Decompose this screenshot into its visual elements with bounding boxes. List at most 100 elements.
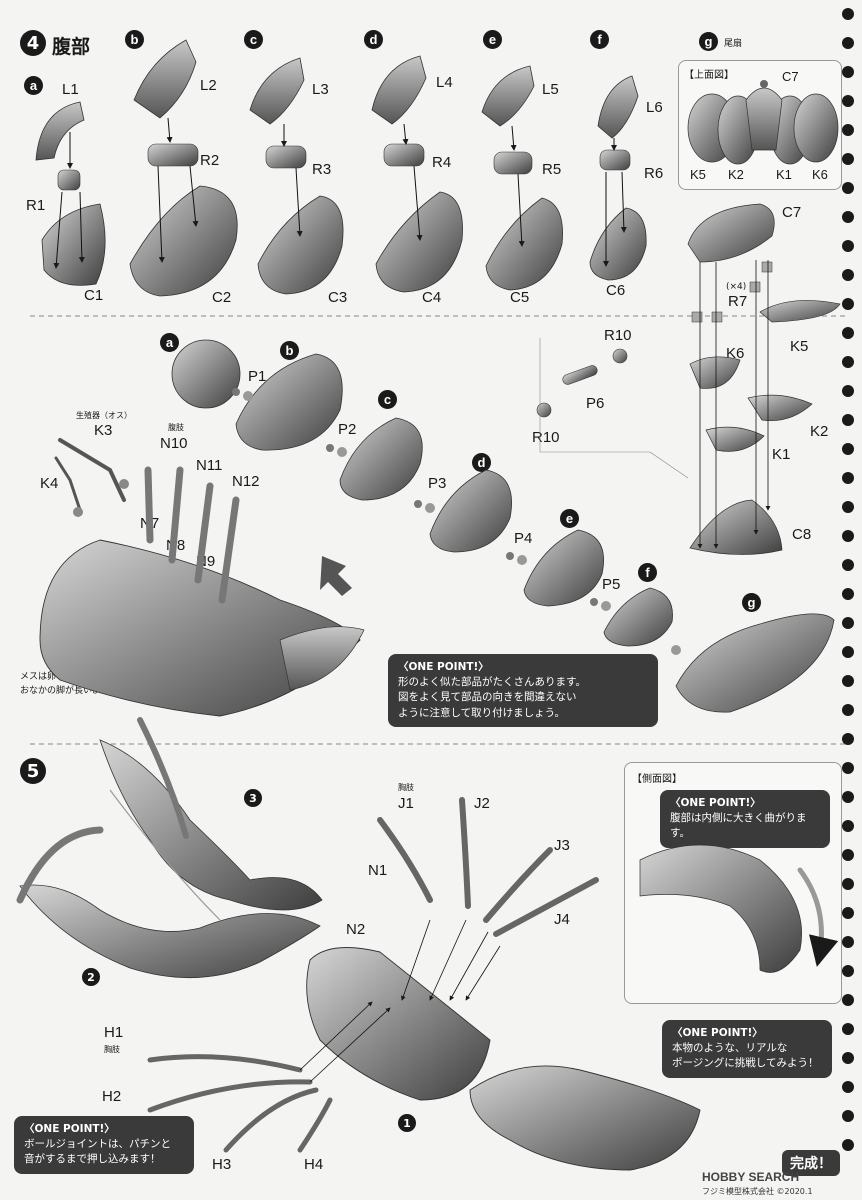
ball-one-point-text: ボールジョイントは、パチンと 音がするまで押し込みます！ (24, 1138, 171, 1166)
chain-letter-g: g (742, 593, 761, 612)
one-point-text: 形のよく似た部品がたくさんあります。 図をよく見て部品の向きを間違えない ように… (398, 676, 586, 719)
label-n8: N8 (166, 537, 186, 554)
binding-dot (842, 443, 854, 455)
label-l5: L5 (542, 81, 559, 98)
binding-dot (842, 211, 854, 223)
binding-dot (842, 704, 854, 716)
binding-dot (842, 1081, 854, 1093)
label-h1: H1 (104, 1024, 124, 1041)
label-c3: C3 (328, 289, 348, 306)
binding-dot (842, 646, 854, 658)
binding-dot (842, 588, 854, 600)
top-view-k2: K2 (728, 167, 744, 182)
binding-dot (842, 269, 854, 281)
top-view-k1: K1 (776, 167, 792, 182)
chain-letter-e: e (560, 509, 579, 528)
tail-k2: K2 (810, 423, 829, 440)
chain-letter-d: d (472, 453, 491, 472)
pose-one-point-head: 〈ONE POINT!〉 (672, 1027, 763, 1039)
label-c6: C6 (606, 282, 626, 299)
binding-dot (842, 37, 854, 49)
label-l3: L3 (312, 81, 329, 98)
tail-r7: R7 (728, 293, 748, 310)
label-h2: H2 (102, 1088, 122, 1105)
binding-dot (842, 936, 854, 948)
label-r4: R4 (432, 154, 452, 171)
sub-letter-e: e (483, 30, 502, 49)
joint-p5: P5 (602, 576, 621, 593)
binding-dot (842, 907, 854, 919)
tail-k5: K5 (790, 338, 809, 355)
sub-letter-f: f (590, 30, 609, 49)
binding-dot (842, 791, 854, 803)
binding-dot (842, 849, 854, 861)
label-r5: R5 (542, 161, 562, 178)
sub-letter-d: d (364, 30, 383, 49)
top-view-k6: K6 (812, 167, 828, 182)
binding-dot (842, 472, 854, 484)
label-l1: L1 (62, 81, 79, 98)
k3-caption: 生殖器（オス） (76, 411, 132, 420)
binding-dot (842, 675, 854, 687)
chain-letter-a: a (160, 333, 179, 352)
binding-dot (842, 733, 854, 745)
tail-exploded (687, 203, 841, 555)
binding-dot (842, 385, 854, 397)
top-view-k5: K5 (690, 167, 706, 182)
watermark: HOBBY SEARCH (702, 1170, 800, 1184)
label-n11: N11 (196, 457, 223, 474)
one-point-head: 〈ONE POINT!〉 (398, 661, 489, 673)
binding-dot (842, 1052, 854, 1064)
sub-letter-a: a (24, 76, 43, 95)
side-view-label: 【側面図】 (632, 774, 682, 785)
label-n2: N2 (346, 921, 366, 938)
p6-r10-top: R10 (604, 327, 632, 344)
label-c2: C2 (212, 289, 232, 306)
tail-fan-caption: 尾扇 (724, 39, 743, 49)
label-r3: R3 (312, 161, 332, 178)
binding-dot (842, 66, 854, 78)
binding-dot (842, 153, 854, 165)
binding-dot (842, 124, 854, 136)
joint-p1: P1 (248, 368, 267, 385)
binding-dot (842, 95, 854, 107)
binding-dot (842, 298, 854, 310)
label-j4: J4 (554, 911, 570, 928)
label-l2: L2 (200, 77, 217, 94)
body-num-4: 4 (550, 1134, 568, 1152)
n10-caption: 腹肢 (168, 423, 184, 432)
label-l6: L6 (646, 99, 663, 116)
ball-one-point-head: 〈ONE POINT!〉 (24, 1123, 115, 1135)
binding-dot (842, 994, 854, 1006)
joint-p4: P4 (514, 530, 533, 547)
label-r2: R2 (200, 152, 220, 169)
tail-k6: K6 (726, 345, 745, 362)
label-c4: C4 (422, 289, 442, 306)
done-badge: 完成！ (782, 1150, 840, 1176)
side-one-point-text: 腹部は内側に大きく曲がります。 (670, 812, 807, 840)
label-h4: H4 (304, 1156, 324, 1173)
binding-dot (842, 240, 854, 252)
label-k4: K4 (40, 475, 59, 492)
binding-dot (842, 501, 854, 513)
tail-c8: C8 (792, 526, 812, 543)
spiral-binding (842, 8, 858, 1198)
label-n9: N9 (196, 553, 216, 570)
label-n7: N7 (140, 515, 160, 532)
binding-dot (842, 8, 854, 20)
binding-dot (842, 530, 854, 542)
binding-dot (842, 820, 854, 832)
joint-p3: P3 (428, 475, 447, 492)
binding-dot (842, 762, 854, 774)
p6-r10-bottom: R10 (532, 429, 560, 446)
sub-letter-c: c (244, 30, 263, 49)
binding-dot (842, 965, 854, 977)
step-4-number: 4 (20, 30, 46, 56)
tail-c7: C7 (782, 204, 802, 221)
copyright: フジミ模型株式会社 ©2020.1 (702, 1187, 813, 1196)
binding-dot (842, 327, 854, 339)
chain-letter-b: b (280, 341, 299, 360)
female-note: メスは卵を抱くため おなかの脚が長いよ！ (20, 672, 110, 696)
binding-dot (842, 617, 854, 629)
label-l4: L4 (436, 74, 453, 91)
